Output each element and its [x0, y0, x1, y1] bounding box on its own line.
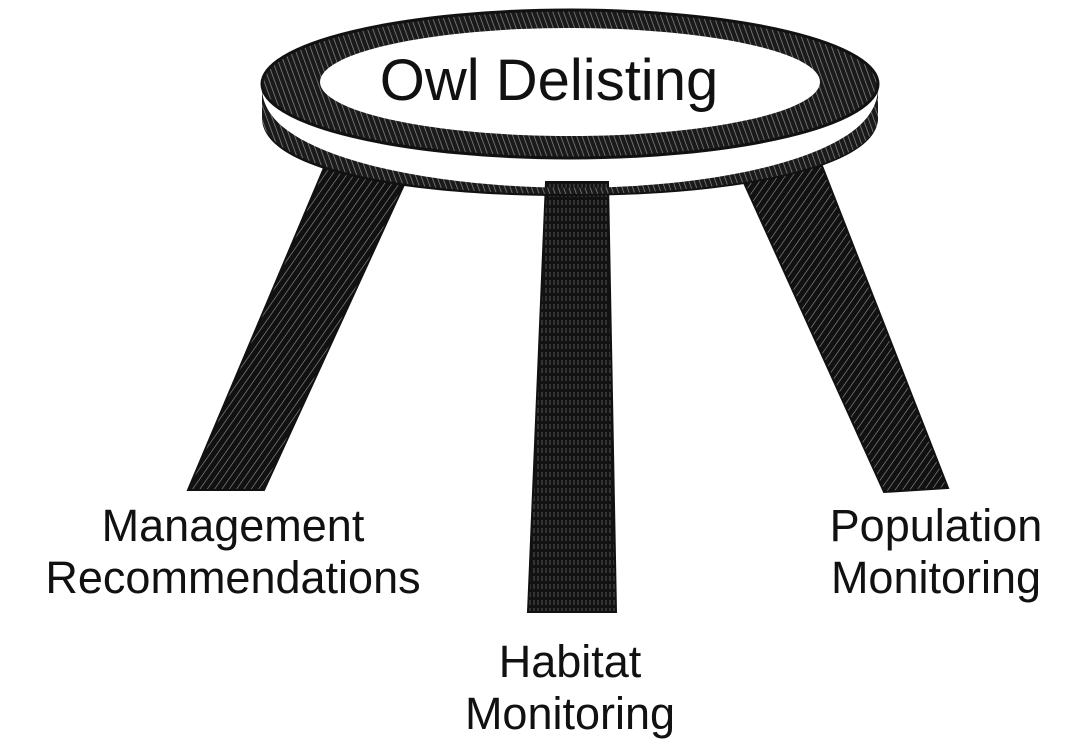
- seat-label-area: [320, 28, 820, 136]
- leg-center: [526, 181, 618, 613]
- seat-title: Owl Delisting: [379, 48, 719, 113]
- leg-label-management-line-1: Management: [101, 500, 365, 551]
- leg-label-habitat-line-1: Habitat: [498, 636, 642, 687]
- leg-right: [738, 164, 950, 494]
- leg-label-population-line-2: Monitoring: [830, 552, 1042, 603]
- leg-label-population-line-1: Population: [829, 500, 1043, 551]
- leg-label-management-line-2: Recommendations: [45, 552, 421, 603]
- leg-label-habitat-line-2: Monitoring: [464, 688, 676, 739]
- leg-label-management: Management Recommendations: [10, 500, 456, 604]
- leg-label-population: Population Monitoring: [808, 500, 1064, 604]
- leg-label-habitat: Habitat Monitoring: [420, 636, 720, 740]
- leg-left: [186, 166, 410, 491]
